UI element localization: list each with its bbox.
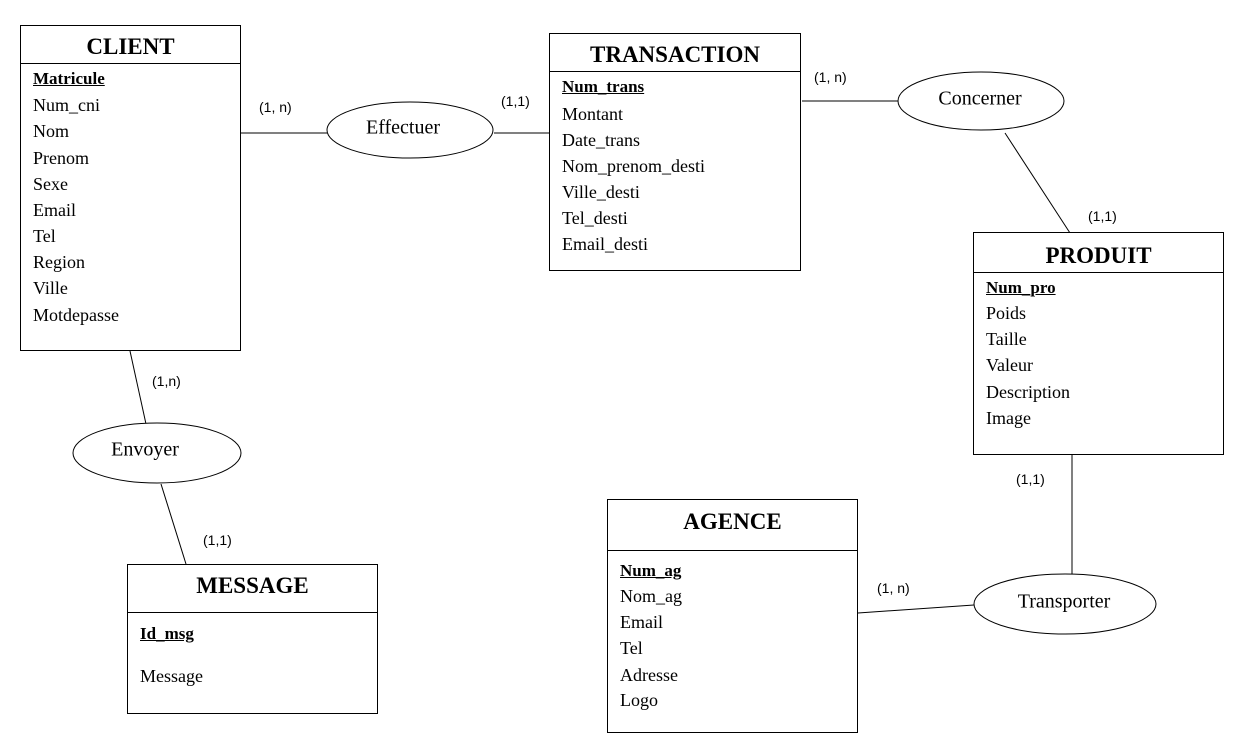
transaction-attribute: Nom_prenom_desti xyxy=(562,156,705,176)
entity-agence: AGENCE Num_ag Nom_ag Email Tel Adresse L… xyxy=(607,499,858,733)
agence-attribute: Adresse xyxy=(620,665,678,685)
entity-client-title: CLIENT xyxy=(21,26,240,64)
association-envoyer-label: Envoyer xyxy=(111,438,179,461)
client-attribute: Motdepasse xyxy=(33,305,119,325)
entity-produit-title: PRODUIT xyxy=(974,233,1223,273)
entity-transaction: TRANSACTION Num_trans Montant Date_trans… xyxy=(549,33,801,271)
client-attribute: Prenom xyxy=(33,148,89,168)
entity-agence-title: AGENCE xyxy=(608,500,857,551)
client-attribute: Nom xyxy=(33,121,69,141)
entity-message: MESSAGE Id_msg Message xyxy=(127,564,378,714)
client-attribute: Region xyxy=(33,252,85,272)
entity-transaction-title: TRANSACTION xyxy=(550,34,800,72)
association-transporter-label: Transporter xyxy=(1017,590,1111,613)
entity-produit: PRODUIT Num_pro Poids Taille Valeur Desc… xyxy=(973,232,1224,455)
cardinality-client-effectuer: (1, n) xyxy=(259,99,292,115)
transaction-key-attribute: Num_trans xyxy=(562,77,645,96)
cardinality-transaction-concerner: (1, n) xyxy=(814,69,847,85)
agence-attribute: Email xyxy=(620,612,663,632)
transaction-attribute: Date_trans xyxy=(562,130,640,150)
association-transporter-shape xyxy=(973,573,1157,635)
client-attribute: Ville xyxy=(33,278,68,298)
transaction-attribute: Montant xyxy=(562,104,623,124)
association-concerner-label: Concerner xyxy=(938,87,1022,110)
cardinality-agence-transporter: (1, n) xyxy=(877,580,910,596)
message-attribute: Message xyxy=(140,666,203,686)
transaction-attribute: Ville_desti xyxy=(562,182,640,202)
client-attribute: Num_cni xyxy=(33,95,100,115)
agence-attribute: Tel xyxy=(620,638,643,658)
client-key-attribute: Matricule xyxy=(33,69,105,88)
message-key-attribute: Id_msg xyxy=(140,624,194,643)
line-concerner-produit xyxy=(1004,132,1071,234)
produit-attribute: Poids xyxy=(986,303,1027,323)
client-attribute: Email xyxy=(33,200,76,220)
cardinality-produit-transporter: (1,1) xyxy=(1016,471,1045,487)
association-effectuer-shape xyxy=(326,101,494,159)
produit-key-attribute: Num_pro xyxy=(986,278,1056,297)
association-effectuer-label: Effectuer xyxy=(365,116,441,139)
produit-attribute: Description xyxy=(986,382,1070,402)
association-envoyer-shape xyxy=(72,422,242,484)
entity-client: CLIENT Matricule Num_cni Nom Prenom Sexe… xyxy=(20,25,241,351)
entity-message-title: MESSAGE xyxy=(128,565,377,613)
agence-attribute: Logo xyxy=(620,690,658,710)
transaction-attribute: Tel_desti xyxy=(562,208,628,228)
transaction-attribute: Email_desti xyxy=(562,234,648,254)
produit-attribute: Taille xyxy=(986,329,1027,349)
cardinality-produit-concerner: (1,1) xyxy=(1088,208,1117,224)
cardinality-client-envoyer: (1,n) xyxy=(152,373,181,389)
client-attribute: Sexe xyxy=(33,174,68,194)
line-transporter-agence xyxy=(857,604,975,614)
line-envoyer-message xyxy=(160,483,187,565)
cardinality-message-envoyer: (1,1) xyxy=(203,532,232,548)
agence-attribute: Nom_ag xyxy=(620,586,682,606)
line-client-envoyer xyxy=(129,350,147,425)
association-concerner-shape xyxy=(897,71,1065,131)
produit-attribute: Image xyxy=(986,408,1031,428)
cardinality-transaction-effectuer: (1,1) xyxy=(501,93,530,109)
agence-key-attribute: Num_ag xyxy=(620,561,682,580)
client-attribute: Tel xyxy=(33,226,56,246)
produit-attribute: Valeur xyxy=(986,355,1033,375)
